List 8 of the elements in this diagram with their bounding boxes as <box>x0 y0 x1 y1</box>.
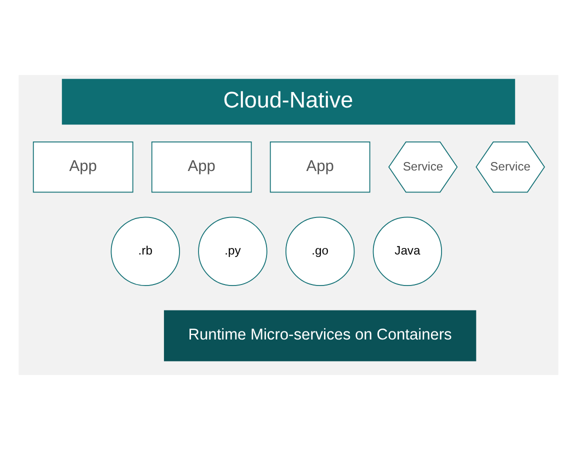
node-circle: .py <box>198 216 268 286</box>
node-circle: .rb <box>110 216 180 286</box>
node-box: Runtime Micro-services on Containers <box>164 310 476 362</box>
node-box: App <box>270 142 370 193</box>
node-circle: Java <box>372 216 442 286</box>
node-box: App <box>151 142 252 193</box>
node-box: App <box>32 142 134 193</box>
node-circle: .go <box>285 216 355 286</box>
